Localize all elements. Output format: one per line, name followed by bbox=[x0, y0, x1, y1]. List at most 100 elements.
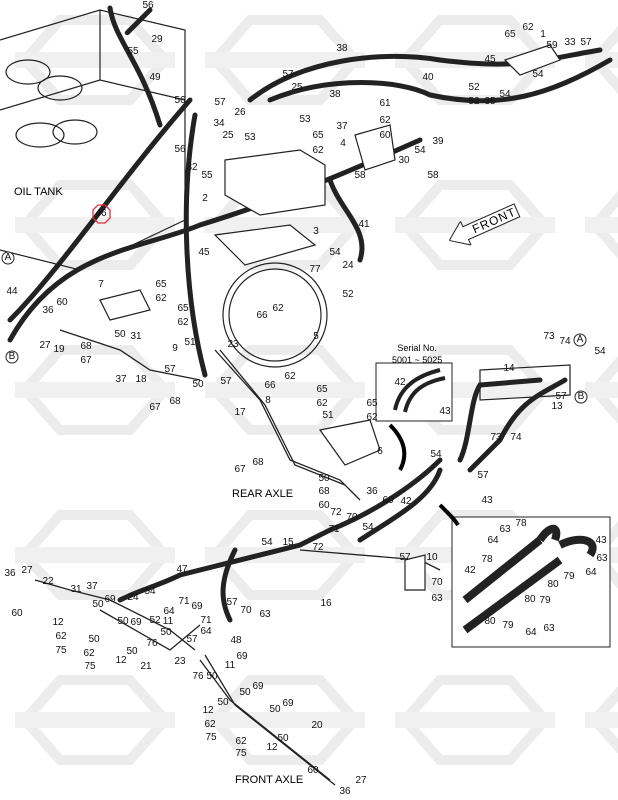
part-number-label[interactable]: 71 bbox=[328, 524, 340, 535]
part-number-label[interactable]: 50 bbox=[88, 634, 100, 645]
part-number-label[interactable]: 36 bbox=[42, 305, 54, 316]
part-number-label[interactable]: 60 bbox=[56, 297, 68, 308]
part-number-label[interactable]: 69 bbox=[282, 698, 294, 709]
part-number-label[interactable]: 52 bbox=[468, 82, 480, 93]
part-number-label[interactable]: 52 bbox=[342, 289, 354, 300]
part-number-label[interactable]: 27 bbox=[355, 775, 367, 786]
part-number-label[interactable]: 63 bbox=[596, 553, 608, 564]
part-number-label[interactable]: 57 bbox=[580, 37, 592, 48]
part-number-label[interactable]: 75 bbox=[205, 732, 217, 743]
part-number-label[interactable]: 45 bbox=[198, 247, 210, 258]
part-number-label[interactable]: 75 bbox=[84, 661, 96, 672]
part-number-label[interactable]: 64 bbox=[487, 535, 499, 546]
part-number-label[interactable]: 43 bbox=[595, 535, 607, 546]
part-number-label[interactable]: 39 bbox=[432, 136, 444, 147]
part-number-label[interactable]: 65 bbox=[312, 130, 324, 141]
part-number-label[interactable]: 51 bbox=[322, 410, 334, 421]
part-number-label[interactable]: 45 bbox=[484, 54, 496, 65]
part-number-label[interactable]: 66 bbox=[256, 310, 268, 321]
part-number-label[interactable]: 23 bbox=[174, 656, 186, 667]
part-number-label[interactable]: 37 bbox=[336, 121, 348, 132]
part-number-label[interactable]: 54 bbox=[362, 522, 374, 533]
part-number-label[interactable]: 67 bbox=[149, 402, 161, 413]
part-number-label[interactable]: 14 bbox=[503, 363, 515, 374]
part-number-label[interactable]: 20 bbox=[311, 720, 323, 731]
part-number-label[interactable]: 64 bbox=[200, 626, 212, 637]
part-number-label[interactable]: 70 bbox=[240, 605, 252, 616]
part-number-label[interactable]: 43 bbox=[439, 406, 451, 417]
part-number-label[interactable]: 21 bbox=[140, 661, 152, 672]
part-number-label[interactable]: 64 bbox=[585, 567, 597, 578]
part-number-label[interactable]: 74 bbox=[510, 432, 522, 443]
part-number-label[interactable]: 60 bbox=[379, 130, 391, 141]
part-number-label[interactable]: 49 bbox=[149, 72, 161, 83]
part-number-label[interactable]: 63 bbox=[259, 609, 271, 620]
part-number-label[interactable]: 71 bbox=[200, 615, 212, 626]
part-number-label[interactable]: 23 bbox=[227, 339, 239, 350]
part-number-label[interactable]: 36 bbox=[339, 786, 351, 797]
part-number-label[interactable]: 80 bbox=[524, 594, 536, 605]
part-number-label[interactable]: 63 bbox=[431, 593, 443, 604]
part-number-label[interactable]: 66 bbox=[264, 380, 276, 391]
part-number-label[interactable]: 51 bbox=[184, 337, 196, 348]
part-number-label[interactable]: 42 bbox=[400, 496, 412, 507]
part-number-label[interactable]: 67 bbox=[80, 355, 92, 366]
part-number-label[interactable]: 25 bbox=[291, 82, 303, 93]
part-number-label[interactable]: 6 bbox=[377, 446, 383, 457]
part-number-label[interactable]: 47 bbox=[176, 564, 188, 575]
part-number-label[interactable]: 31 bbox=[130, 331, 142, 342]
part-number-label[interactable]: 62 bbox=[155, 293, 167, 304]
part-number-label[interactable]: 73 bbox=[543, 331, 555, 342]
part-number-label[interactable]: 62 bbox=[235, 736, 247, 747]
part-number-label[interactable]: 54 bbox=[329, 247, 341, 258]
part-number-label[interactable]: 1 bbox=[540, 29, 546, 40]
part-number-label[interactable]: 29 bbox=[151, 34, 163, 45]
part-number-label[interactable]: 16 bbox=[320, 598, 332, 609]
part-number-label[interactable]: 50 bbox=[239, 687, 251, 698]
part-number-label[interactable]: 54 bbox=[144, 586, 156, 597]
part-number-label[interactable]: 62 bbox=[272, 303, 284, 314]
part-number-label[interactable]: 5 bbox=[313, 331, 319, 342]
part-number-label[interactable]: 18 bbox=[135, 374, 147, 385]
part-number-label[interactable]: 65 bbox=[504, 29, 516, 40]
part-number-label[interactable]: 8 bbox=[265, 395, 271, 406]
part-number-label[interactable]: 40 bbox=[422, 72, 434, 83]
part-number-label[interactable]: 27 bbox=[39, 340, 51, 351]
part-number-label[interactable]: 27 bbox=[21, 565, 33, 576]
part-number-label[interactable]: 70 bbox=[431, 577, 443, 588]
part-number-label[interactable]: 76 bbox=[192, 671, 204, 682]
part-number-label[interactable]: 19 bbox=[53, 344, 65, 355]
part-number-label[interactable]: 73 bbox=[490, 432, 502, 443]
part-number-label[interactable]: 24 bbox=[342, 260, 354, 271]
part-number-label[interactable]: 62 bbox=[284, 371, 296, 382]
part-number-label[interactable]: 2 bbox=[202, 193, 208, 204]
part-number-label[interactable]: 12 bbox=[115, 655, 127, 666]
part-number-label[interactable]: 50 bbox=[117, 616, 129, 627]
part-number-label[interactable]: 74 bbox=[559, 336, 571, 347]
part-number-label[interactable]: 60 bbox=[307, 765, 319, 776]
part-number-label[interactable]: 54 bbox=[499, 89, 511, 100]
part-number-label[interactable]: 36 bbox=[366, 486, 378, 497]
part-number-label[interactable]: 54 bbox=[532, 69, 544, 80]
part-number-label[interactable]: 76 bbox=[146, 638, 158, 649]
part-number-label[interactable]: 24 bbox=[127, 592, 139, 603]
part-number-label[interactable]: 38 bbox=[336, 43, 348, 54]
part-number-label[interactable]: 41 bbox=[358, 219, 370, 230]
part-number-label[interactable]: 42 bbox=[464, 565, 476, 576]
part-number-label[interactable]: 80 bbox=[484, 616, 496, 627]
part-number-label[interactable]: 59 bbox=[546, 40, 558, 51]
part-number-label[interactable]: 62 bbox=[177, 317, 189, 328]
part-number-label[interactable]: 71 bbox=[178, 596, 190, 607]
part-number-label[interactable]: 42 bbox=[394, 377, 406, 388]
part-number-label[interactable]: 68 bbox=[80, 341, 92, 352]
part-number-label[interactable]: 57 bbox=[164, 364, 176, 375]
part-number-label[interactable]: 11 bbox=[224, 660, 236, 671]
part-number-label[interactable]: 62 bbox=[312, 145, 324, 156]
part-number-label[interactable]: 57 bbox=[226, 597, 238, 608]
part-number-label[interactable]: 12 bbox=[52, 617, 64, 628]
part-number-label[interactable]: 57 bbox=[555, 391, 567, 402]
part-number-label[interactable]: 54 bbox=[261, 537, 273, 548]
part-number-label[interactable]: 50 bbox=[269, 704, 281, 715]
part-number-label[interactable]: 75 bbox=[55, 645, 67, 656]
part-number-label[interactable]: 50 bbox=[277, 733, 289, 744]
